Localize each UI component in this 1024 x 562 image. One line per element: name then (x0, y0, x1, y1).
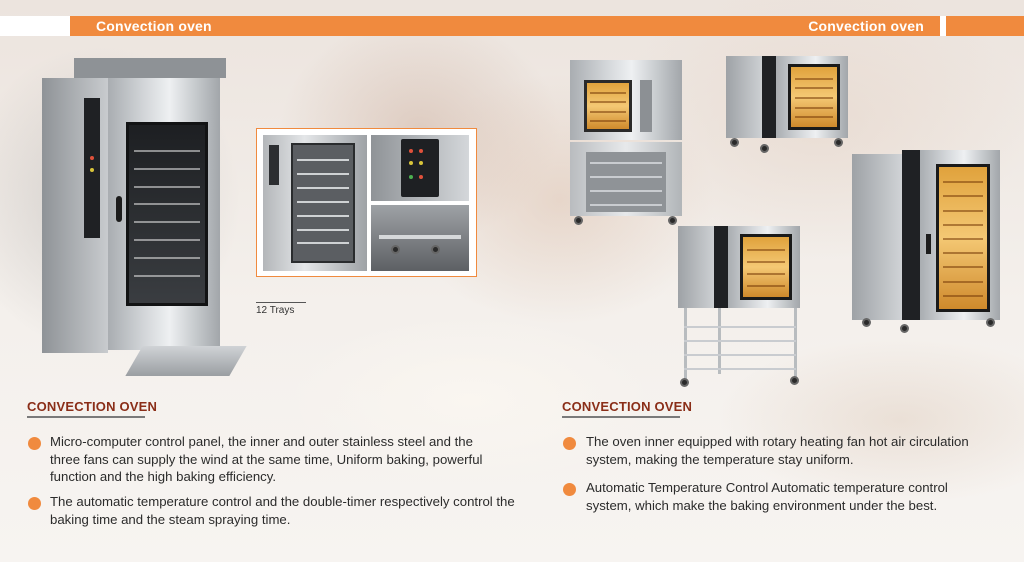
oven-on-stand-image (678, 226, 802, 392)
right-bullet-2: Automatic Temperature Control Automatic … (586, 480, 948, 513)
inset-control-panel-photo (371, 135, 469, 201)
caption-rule (256, 302, 306, 303)
oven-window (126, 122, 208, 306)
left-bullet-2: The automatic temperature control and th… (50, 494, 515, 527)
rack-oven-image (40, 58, 247, 378)
indicator-light (90, 168, 94, 172)
bullet-icon (563, 437, 576, 450)
cart-oven-image (726, 56, 850, 156)
oven-top-vent (74, 58, 226, 78)
right-section-underline (562, 416, 680, 418)
header-title-left: Convection oven (96, 18, 212, 34)
bullet-icon (28, 437, 41, 450)
header-band-left-stripe (73, 16, 76, 36)
door-handle (116, 196, 122, 222)
detail-inset (256, 128, 477, 277)
bullet-icon (28, 497, 41, 510)
header-band (0, 16, 1024, 36)
header-band-right-cap (954, 16, 1024, 36)
header-band-right-stripe (948, 16, 951, 36)
inset-caption: 12 Trays (256, 305, 295, 316)
right-section-title: CONVECTION OVEN (562, 399, 693, 414)
inset-rack-wheels-photo (371, 205, 469, 271)
header-band-right-gap (940, 16, 946, 36)
left-bullet-1: Micro-computer control panel, the inner … (50, 434, 483, 484)
header-title-right: Convection oven (808, 18, 924, 34)
header-band-left-cap (0, 16, 70, 36)
oven-ramp (125, 346, 247, 376)
oven-with-proofer-image (570, 60, 684, 226)
right-bullet-1: The oven inner equipped with rotary heat… (586, 434, 969, 467)
indicator-light (90, 156, 94, 160)
left-section-title: CONVECTION OVEN (27, 399, 158, 414)
inset-interior-photo (263, 135, 367, 271)
bullet-icon (563, 483, 576, 496)
large-cart-oven-image (852, 150, 1002, 336)
left-section-underline (27, 416, 145, 418)
